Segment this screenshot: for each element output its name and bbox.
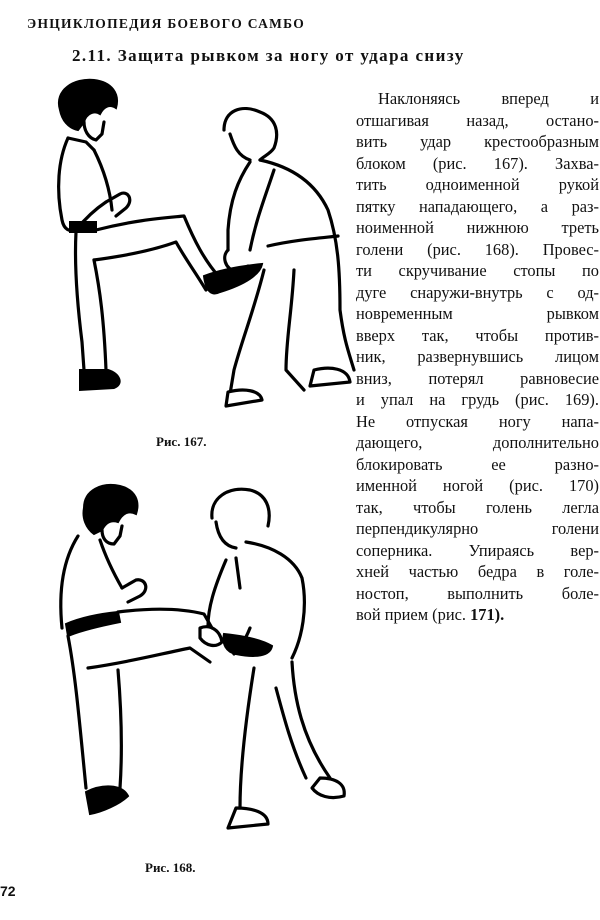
text-line: ник, развернувшись лицом [356,347,599,366]
text-line: так, чтобы голень легла [356,497,599,517]
text-line: тить одноименной рукой [356,175,599,194]
text-line: вверх так, чтобы против- [356,325,599,345]
figure-168-illustration [40,478,356,853]
text-line: именной ногой (рис. 170) [356,476,599,495]
text-line: соперника. Упираясь вер- [356,540,599,560]
section-title: 2.11. Защита рывком за ногу от удара сни… [72,46,465,65]
text-line: голени (рис. 168). Провес- [356,239,599,259]
text-line: перпендикулярно голени [356,519,599,538]
text-line-last: вой прием (рис. 171). [356,604,599,626]
text-fragment: вой прием (рис. [356,605,471,624]
text-line: блоком (рис. 167). Захва- [356,153,599,173]
text-line: отшагивая назад, остано- [356,110,599,130]
text-line: дуге снаружи-внутрь с од- [356,282,599,302]
text-line: Не отпуская ногу напа- [356,411,599,431]
figure-caption-168: Рис. 168. [145,860,196,875]
text-line: ностоп, выполнить боле- [356,583,599,603]
text-line: Наклоняясь вперед и [378,89,599,108]
text-line: вниз, потерял равновесие [356,368,599,388]
text-line: ти скручивание стопы по [356,261,599,280]
text-line: дающего, дополнительно [356,433,599,452]
text-line: вить удар крестообразным [356,132,599,151]
figure-reference-bold: 171). [470,605,505,624]
text-line: новременным рывком [356,304,599,323]
running-head: ЭНЦИКЛОПЕДИЯ БОЕВОГО САМБО [27,16,306,31]
figure-167-illustration [24,70,360,425]
text-line: хней частью бедра в голе- [356,562,599,581]
body-text: Наклоняясь вперед и отшагивая назад, ост… [356,88,599,626]
page-number: 72 [0,883,16,899]
text-line: ноименной нижнюю треть [356,218,599,237]
text-line: пятку нападающего, а раз- [356,196,599,216]
text-line: блокировать ее разно- [356,454,599,474]
text-line: и упал на грудь (рис. 169). [356,390,599,409]
figure-caption-167: Рис. 167. [156,434,207,449]
